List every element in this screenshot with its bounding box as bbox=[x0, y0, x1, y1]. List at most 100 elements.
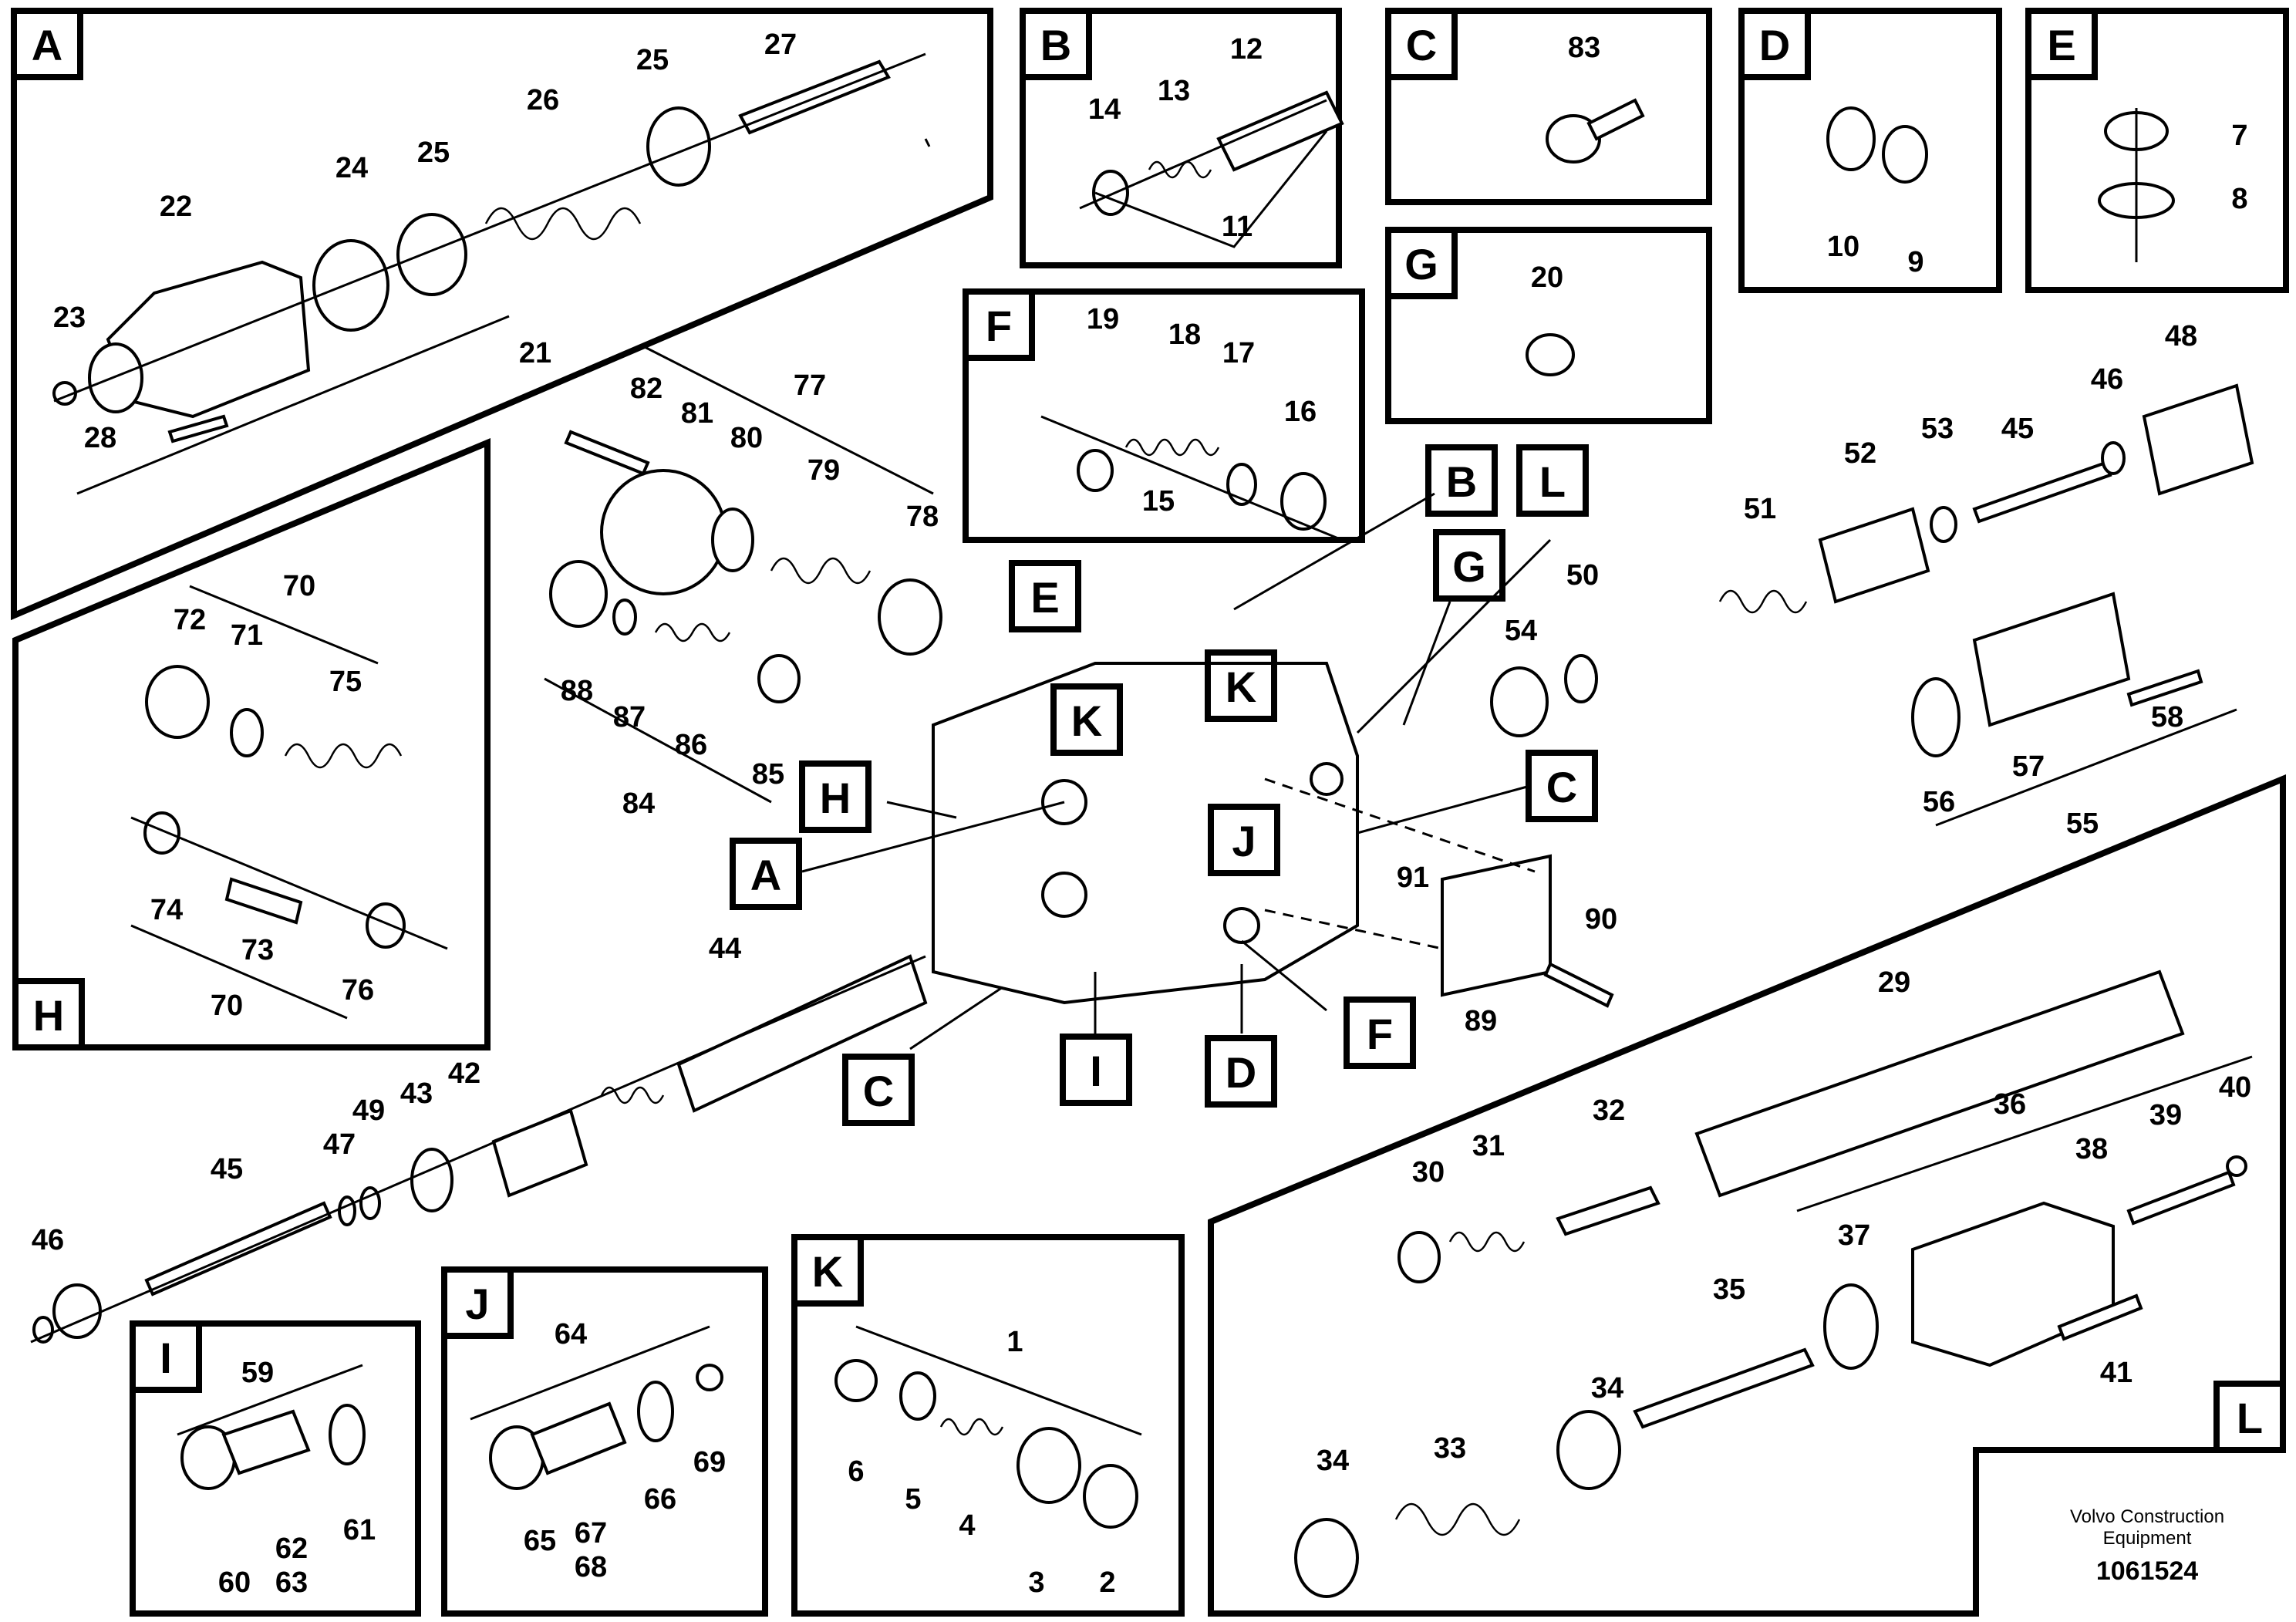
panel-k-frame bbox=[791, 1234, 1185, 1617]
callout-a-label: A bbox=[750, 851, 781, 899]
bracket-15 bbox=[1040, 415, 1343, 541]
bolt-39 bbox=[2126, 1170, 2236, 1226]
dashed-guide-89 bbox=[1264, 777, 1536, 950]
spool-45-right bbox=[1972, 460, 2112, 524]
panel-tag-l-label: L bbox=[2237, 1394, 2263, 1442]
part-num-7: 7 bbox=[2231, 120, 2247, 152]
spring-seat-25a bbox=[396, 213, 467, 296]
part-num-83: 83 bbox=[1568, 32, 1600, 64]
valve-12 bbox=[1216, 90, 1344, 172]
plug-72 bbox=[145, 665, 210, 739]
bracket-64 bbox=[470, 1325, 710, 1421]
part-num-59: 59 bbox=[241, 1357, 274, 1389]
part-num-17: 17 bbox=[1222, 337, 1255, 369]
part-num-74: 74 bbox=[150, 894, 183, 926]
panel-g-frame bbox=[1385, 227, 1712, 424]
leader-b bbox=[1233, 492, 1435, 611]
plug-2 bbox=[1083, 1464, 1138, 1529]
part-num-73: 73 bbox=[241, 934, 274, 966]
part-num-63: 63 bbox=[275, 1566, 308, 1599]
spring-75 bbox=[284, 743, 403, 769]
panel-b-frame bbox=[1020, 8, 1342, 268]
part-num-66: 66 bbox=[644, 1483, 676, 1516]
leader-f bbox=[1241, 939, 1327, 1012]
part-num-3: 3 bbox=[1028, 1566, 1044, 1599]
part-num-69: 69 bbox=[693, 1446, 726, 1479]
part-num-30: 30 bbox=[1412, 1156, 1445, 1189]
bracket-1 bbox=[855, 1325, 1142, 1436]
cartridge-62 bbox=[221, 1409, 311, 1475]
document-number: 1061524 bbox=[2096, 1556, 2198, 1586]
seat-85 bbox=[757, 654, 801, 703]
washer-3 bbox=[1017, 1427, 1081, 1504]
callout-k-right: K bbox=[1205, 649, 1277, 722]
spring-seat-54 bbox=[1490, 666, 1549, 737]
part-num-84: 84 bbox=[622, 787, 655, 820]
panel-tag-f: F bbox=[963, 288, 1035, 361]
seat-19 bbox=[1077, 449, 1114, 492]
part-drawings bbox=[30, 52, 2254, 1598]
part-num-54: 54 bbox=[1505, 615, 1537, 647]
callout-j: J bbox=[1208, 804, 1280, 876]
panel-tag-j-label: J bbox=[465, 1280, 489, 1328]
panel-tag-b: B bbox=[1020, 8, 1092, 80]
panel-tag-c: C bbox=[1385, 8, 1458, 80]
bracket-59 bbox=[177, 1364, 363, 1436]
callout-c-right-label: C bbox=[1546, 763, 1577, 811]
valve-port-2 bbox=[1041, 872, 1087, 918]
cover-81 bbox=[600, 469, 727, 595]
part-num-55: 55 bbox=[2066, 808, 2099, 840]
callout-i-label: I bbox=[1090, 1047, 1102, 1095]
part-num-71: 71 bbox=[231, 619, 263, 652]
part-num-80: 80 bbox=[730, 422, 763, 454]
bracket-11 bbox=[1094, 130, 1328, 248]
panel-tag-c-label: C bbox=[1406, 21, 1437, 69]
part-num-89: 89 bbox=[1465, 1005, 1497, 1037]
part-num-35: 35 bbox=[1713, 1273, 1745, 1306]
callout-a: A bbox=[730, 838, 802, 910]
callout-j-label: J bbox=[1232, 817, 1256, 865]
washer-10 bbox=[1826, 106, 1876, 171]
part-num-40: 40 bbox=[2219, 1071, 2251, 1104]
panel-tag-d-label: D bbox=[1759, 21, 1790, 69]
part-num-58: 58 bbox=[2151, 701, 2183, 733]
callout-k-right-label: K bbox=[1226, 663, 1256, 711]
panel-tag-k: K bbox=[791, 1234, 864, 1307]
callout-d-label: D bbox=[1226, 1048, 1256, 1097]
o-ring-61 bbox=[329, 1404, 366, 1465]
part-num-56: 56 bbox=[1923, 786, 1955, 818]
part-num-31: 31 bbox=[1472, 1130, 1505, 1162]
callout-h-label: H bbox=[820, 774, 851, 822]
part-num-60: 60 bbox=[218, 1566, 251, 1599]
leader-g bbox=[1402, 601, 1451, 726]
part-num-62: 62 bbox=[275, 1533, 308, 1565]
bracket-70-top bbox=[189, 585, 379, 665]
o-ring-66 bbox=[637, 1381, 674, 1442]
part-num-11: 11 bbox=[1222, 211, 1253, 243]
part-num-21: 21 bbox=[519, 337, 551, 369]
part-num-82: 82 bbox=[630, 373, 663, 405]
panel-h-frame bbox=[12, 437, 491, 1050]
part-num-37: 37 bbox=[1838, 1219, 1870, 1252]
spring-31 bbox=[1448, 1231, 1526, 1253]
spring-26 bbox=[484, 207, 642, 241]
cover-boss-22 bbox=[88, 342, 143, 413]
part-num-53: 53 bbox=[1921, 413, 1954, 445]
panel-tag-k-label: K bbox=[812, 1247, 843, 1296]
panel-tag-e-label: E bbox=[2047, 21, 2075, 69]
panel-a-axis bbox=[53, 52, 926, 403]
callout-g: G bbox=[1433, 529, 1505, 602]
panel-i-frame bbox=[130, 1320, 421, 1617]
panel-tag-i: I bbox=[130, 1320, 202, 1393]
part-num-20: 20 bbox=[1531, 261, 1563, 294]
o-ring-37 bbox=[1823, 1283, 1879, 1370]
washer-40 bbox=[2226, 1155, 2247, 1177]
leader-h bbox=[886, 801, 957, 819]
callout-b: B bbox=[1425, 444, 1498, 517]
part-num-77: 77 bbox=[794, 369, 826, 402]
part-num-79: 79 bbox=[807, 454, 840, 487]
part-num-14: 14 bbox=[1088, 93, 1121, 126]
part-num-4: 4 bbox=[959, 1509, 975, 1542]
panel-j-frame bbox=[441, 1266, 768, 1617]
part-num-34a: 34 bbox=[1591, 1372, 1623, 1404]
